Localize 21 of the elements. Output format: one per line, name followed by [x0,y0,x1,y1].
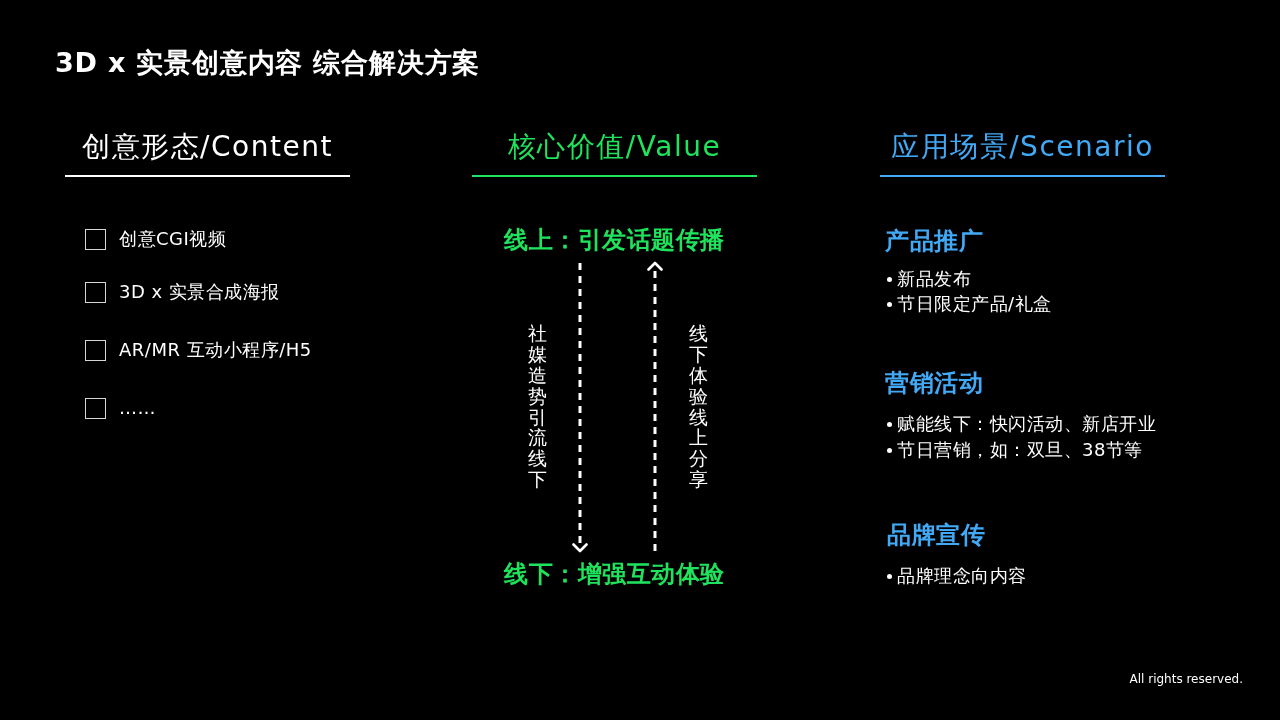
column-heading: 核心价值/Value [472,131,757,177]
list-item-text: AR/MR 互动小程序/H5 [119,338,312,362]
dashed-arrow [572,263,588,553]
column-heading: 应用场景/Scenario [880,131,1165,177]
value-statement: 线上：引发话题传播 [504,225,725,255]
footer-note: All rights reserved. [1129,671,1243,687]
section-heading: 产品推广 [885,226,983,256]
list-item-text: …… [119,396,156,420]
page-title: 3D x 实景创意内容 综合解决方案 [55,46,481,80]
bullet-text: 新品发布 [897,267,971,291]
bullet-text: 节日限定产品/礼盒 [897,292,1052,316]
section-heading: 营销活动 [885,368,983,398]
list-item-text: 3D x 实景合成海报 [119,280,280,304]
bullet-text: 节日营销，如：双旦、38节等 [897,438,1143,462]
section-heading: 品牌宣传 [887,520,985,550]
column-heading: 创意形态/Content [65,131,350,177]
list-item-text: 创意CGI视频 [119,227,227,251]
dashed-arrow [647,261,663,551]
bullet-text: 品牌理念向内容 [897,564,1027,588]
value-statement: 线下：增强互动体验 [504,559,725,589]
bullet-text: 赋能线下：快闪活动、新店开业 [897,412,1156,436]
